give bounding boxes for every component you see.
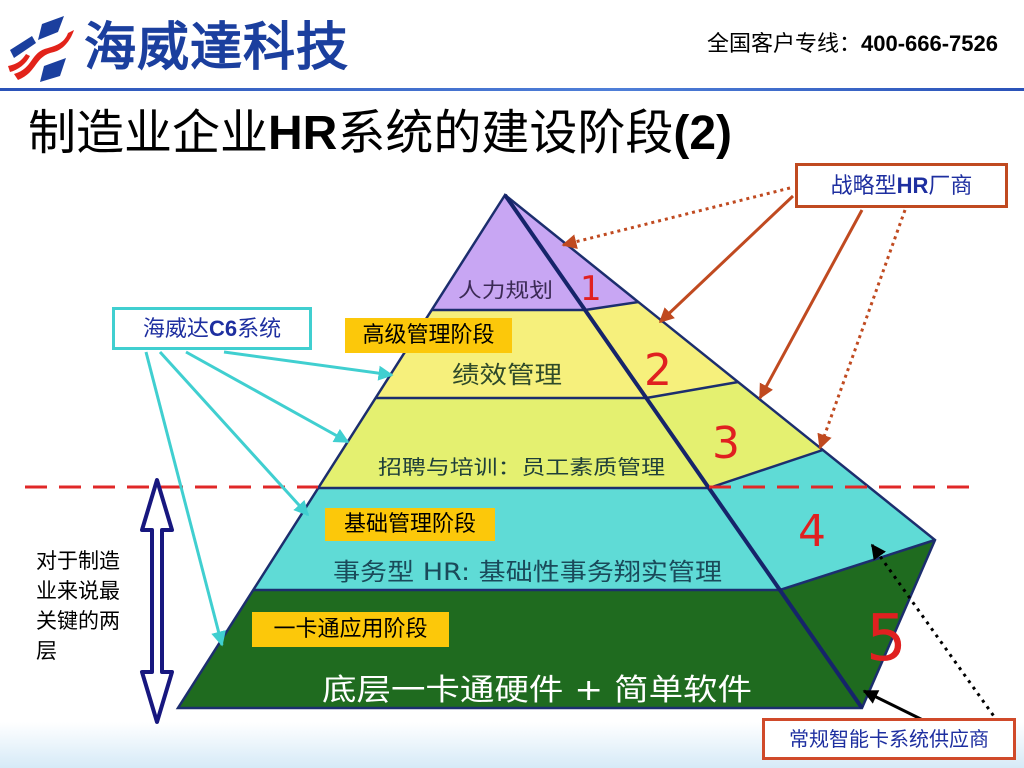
title-part-3: 系统的建设阶段: [337, 107, 674, 160]
c6-arrow: [223, 350, 394, 381]
layer-5-number: 5: [866, 602, 907, 676]
stage-label-basic: 基础管理阶段: [325, 508, 495, 541]
company-name: 海威達科技: [84, 18, 350, 78]
hotline-number: 400-666-7526: [860, 31, 998, 56]
hotline-label: 全国客户专线：: [706, 31, 861, 56]
pyramid-layer-3-side: [646, 382, 823, 488]
layer-3-label: 招聘与培训：员工素质管理: [378, 455, 665, 479]
side-divider: [708, 448, 824, 490]
stage-label-card: 一卡通应用阶段: [252, 612, 449, 647]
page-title: 制造业企业HR系统的建设阶段(2): [28, 108, 732, 160]
side-note-line: 层: [36, 639, 57, 663]
strategic-arrows: [561, 186, 907, 450]
stage-label-high: 高级管理阶段: [345, 318, 512, 353]
side-note-line: 关键的两: [36, 609, 120, 633]
c6-arrow: [185, 350, 350, 444]
layer-1-number: 1: [580, 269, 602, 309]
double-arrow-icon: [140, 478, 174, 724]
c6-callout-part-2: C6: [208, 316, 238, 341]
title-part-2: HR: [268, 107, 338, 160]
c6-callout-part-1: 海威达: [142, 317, 209, 342]
side-divider: [584, 300, 639, 312]
hotline: 全国客户专线：400-666-7526: [707, 30, 998, 58]
side-note: 对于制造 业来说最 关键的两 层: [36, 546, 144, 666]
c6-callout-part-3: 系统: [237, 317, 282, 342]
strategic-arrow-solid: [658, 194, 795, 324]
layer-4-label: 事务型 HR: 基础性事务翔实管理: [333, 558, 722, 586]
layer-3-number: 3: [712, 418, 740, 469]
strategic-arrow-dotted: [561, 186, 791, 249]
c6-arrows: [144, 350, 394, 647]
pyramid-edge: [503, 193, 864, 710]
pyramid: [178, 195, 935, 708]
layer-5-label: 底层一卡通硬件 + 简单软件: [322, 673, 752, 708]
pyramid-outlines: [175, 193, 937, 710]
company-logo-icon: [8, 16, 74, 82]
title-part-1: 制造业企业: [28, 107, 269, 160]
layer-1-label: 人力规划: [458, 278, 553, 302]
strategic-arrow-dotted: [817, 209, 907, 450]
side-divider: [646, 380, 739, 400]
strategic-callout-part-1: 战略型: [830, 174, 897, 199]
layer-4-number: 4: [798, 506, 826, 557]
c6-system-callout: 海威达C6系统: [112, 307, 312, 350]
pyramid-layer-3-front: [318, 398, 709, 488]
strategic-callout-part-2: HR: [896, 173, 929, 198]
side-note-line: 业来说最: [36, 579, 120, 603]
header-divider: [0, 88, 1024, 91]
side-note-line: 对于制造: [36, 549, 120, 573]
pyramid-layer-5-side: [779, 540, 935, 708]
pyramid-layer-1-side: [505, 195, 639, 310]
card-vendor-callout: 常规智能卡系统供应商: [762, 718, 1016, 760]
strategic-hr-vendor-callout: 战略型HR厂商: [795, 163, 1008, 208]
strategic-arrow-solid: [758, 209, 864, 400]
c6-arrow: [158, 350, 310, 517]
title-part-4: (2): [673, 107, 733, 160]
pyramid-layer-1-front: [431, 195, 585, 310]
layer-2-number: 2: [644, 345, 672, 396]
strategic-callout-part-3: 厂商: [928, 174, 973, 199]
pyramid-layer-2-side: [585, 302, 739, 398]
c6-arrow: [144, 351, 226, 647]
side-divider: [779, 538, 936, 592]
layer-2-label: 绩效管理: [452, 361, 562, 389]
